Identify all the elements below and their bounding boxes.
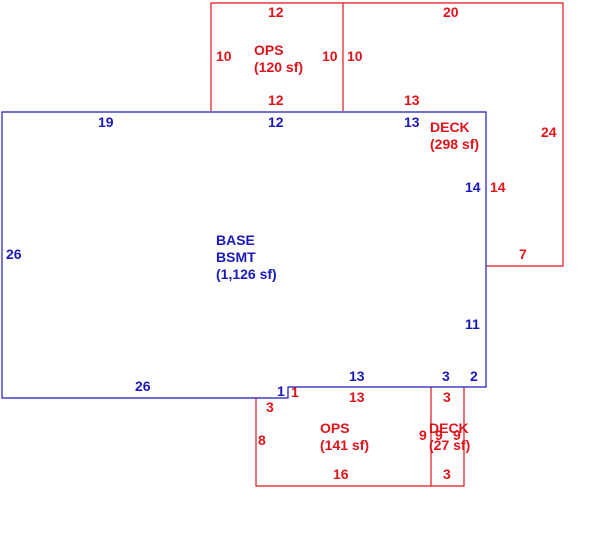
dim-ops-bottom-bottom: 16 xyxy=(333,466,349,482)
dim-deck-bottom-right: 9 xyxy=(453,427,461,443)
dim-ops-bottom-right: 9 xyxy=(419,427,427,443)
ops-top-name-label: OPS xyxy=(254,42,284,58)
dim-base-notch-vertical: 1 xyxy=(277,383,285,399)
dim-ops-bottom-left: 8 xyxy=(258,432,266,448)
dim-base-left: 26 xyxy=(6,246,22,262)
dim-base-bottom: 26 xyxy=(135,378,151,394)
dim-deck-right-inner-vertical: 14 xyxy=(490,179,506,195)
dim-deck-bottom-bottom: 3 xyxy=(443,466,451,482)
dim-deck-bottom-left: 9 xyxy=(435,427,443,443)
dim-ops-top-top: 12 xyxy=(268,4,284,20)
ops-top-outline xyxy=(210,2,344,111)
dim-base-top-left: 19 xyxy=(98,114,114,130)
dim-deck-right-bottom-inner: 13 xyxy=(404,92,420,108)
dim-base-top-mid: 12 xyxy=(268,114,284,130)
base-area-label: (1,126 sf) xyxy=(216,266,277,282)
deck-right-outline xyxy=(343,2,564,267)
dim-ops-top-right: 10 xyxy=(322,48,338,64)
dim-deck-right-top: 20 xyxy=(443,4,459,20)
base-outline xyxy=(1,111,487,399)
deck-bottom-outline xyxy=(431,387,465,487)
dim-ops-bottom-top: 13 xyxy=(349,389,365,405)
ops-top-area-label: (120 sf) xyxy=(254,59,303,75)
dim-deck-right-left-upper: 10 xyxy=(347,48,363,64)
ops-bottom-area-label: (141 sf) xyxy=(320,437,369,453)
deck-right-name-label: DECK xyxy=(430,119,470,135)
ops-bottom-outline xyxy=(255,387,432,487)
deck-bottom-name-label: DECK xyxy=(429,420,469,436)
dim-deck-bottom-top: 3 xyxy=(443,389,451,405)
deck-right-area-label: (298 sf) xyxy=(430,136,479,152)
dim-base-top-right: 13 xyxy=(404,114,420,130)
dim-base-notch-horizontal: 13 xyxy=(349,368,365,384)
dim-ops-top-bottom: 12 xyxy=(268,92,284,108)
base-sub-label: BSMT xyxy=(216,249,256,265)
dim-ops-bottom-top-left: 3 xyxy=(266,399,274,415)
base-name-label: BASE xyxy=(216,232,255,248)
deck-bottom-area-label: (27 sf) xyxy=(429,437,470,453)
dim-deck-right-right: 24 xyxy=(541,124,557,140)
dim-base-right-lower: 11 xyxy=(465,316,480,332)
ops-bottom-name-label: OPS xyxy=(320,420,350,436)
dim-ops-bottom-top-1: 1 xyxy=(291,384,299,400)
dim-base-right-upper: 14 xyxy=(465,179,481,195)
dim-base-bottom-right-2: 2 xyxy=(470,368,478,384)
dim-base-bottom-3: 3 xyxy=(442,368,450,384)
dim-ops-top-left: 10 xyxy=(216,48,232,64)
dim-deck-right-bottom: 7 xyxy=(519,246,527,262)
